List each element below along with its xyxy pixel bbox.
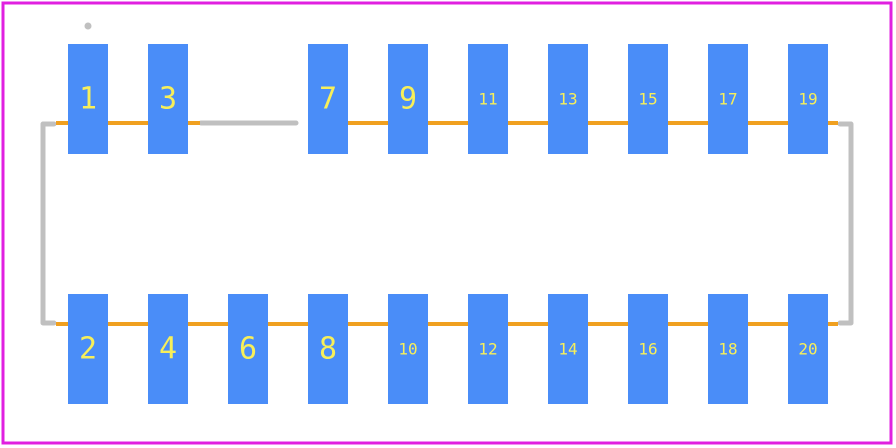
pad-2 (68, 294, 108, 404)
pad-label-6: 6 (239, 332, 257, 367)
bottom-pad-row: 2 4 6 8 10 12 14 16 18 20 (68, 294, 828, 404)
pad-label-12: 12 (478, 340, 497, 359)
pad-label-7: 7 (319, 82, 337, 117)
silkscreen-outline (40, 120, 854, 326)
pad-1 (68, 44, 108, 154)
pad-label-2: 2 (79, 332, 97, 367)
pad-label-19: 19 (798, 90, 817, 109)
pad-label-3: 3 (159, 82, 177, 117)
pad-label-11: 11 (478, 90, 497, 109)
pad-6 (228, 294, 268, 404)
pad-4 (148, 294, 188, 404)
pad-label-13: 13 (558, 90, 577, 109)
pad-20 (788, 294, 828, 404)
pad-label-4: 4 (159, 332, 177, 367)
pad-label-18: 18 (718, 340, 737, 359)
pad-10 (388, 294, 428, 404)
pad-3 (148, 44, 188, 154)
pad-8 (308, 294, 348, 404)
silkscreen-right-bracket (837, 121, 854, 326)
pad-label-17: 17 (718, 90, 737, 109)
pad-7 (308, 44, 348, 154)
pad-label-14: 14 (558, 340, 577, 359)
silkscreen-left-bracket (40, 121, 57, 326)
pad-label-9: 9 (399, 82, 417, 117)
pad-12 (468, 294, 508, 404)
pad-14 (548, 294, 588, 404)
pad-16 (628, 294, 668, 404)
pad-label-16: 16 (638, 340, 657, 359)
pad-18 (708, 294, 748, 404)
pad-label-10: 10 (398, 340, 417, 359)
pad-label-8: 8 (319, 332, 337, 367)
pad-19 (788, 44, 828, 154)
pad-label-20: 20 (798, 340, 817, 359)
pad-label-1: 1 (79, 82, 97, 117)
pad-11 (468, 44, 508, 154)
pad-label-15: 15 (638, 90, 657, 109)
pin1-marker-dot (84, 22, 92, 30)
pad-17 (708, 44, 748, 154)
pad-9 (388, 44, 428, 154)
pad-13 (548, 44, 588, 154)
pad-15 (628, 44, 668, 154)
